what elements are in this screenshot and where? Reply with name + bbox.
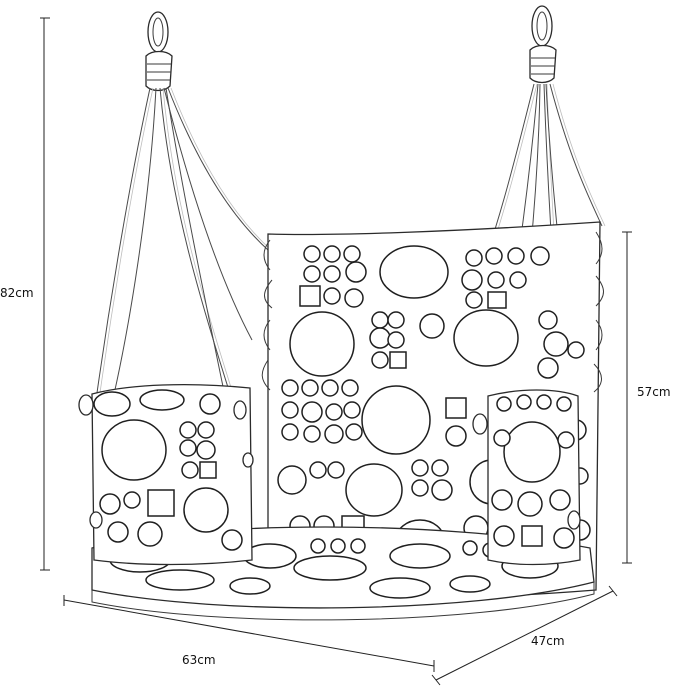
label-depth: 47cm	[531, 634, 565, 648]
dimension-line-width	[63, 599, 435, 667]
label-height-seat: 57cm	[637, 385, 671, 399]
armrest-left	[91, 383, 253, 566]
armrest-right	[487, 389, 581, 566]
dimension-height-seat: 57cm	[622, 231, 671, 564]
dimension-width: 63cm	[63, 595, 435, 672]
dimension-depth: 47cm	[431, 585, 618, 686]
hanging-loop-left	[145, 11, 173, 92]
rope-ties	[261, 231, 604, 393]
label-height-total: 82cm	[0, 286, 34, 300]
ropes-left	[95, 87, 272, 431]
rope-toggles	[78, 394, 581, 530]
dimension-line-depth	[435, 590, 614, 681]
hanging-loop-right	[529, 5, 557, 84]
label-width: 63cm	[182, 653, 216, 667]
dimension-height-total: 82cm	[0, 17, 50, 571]
